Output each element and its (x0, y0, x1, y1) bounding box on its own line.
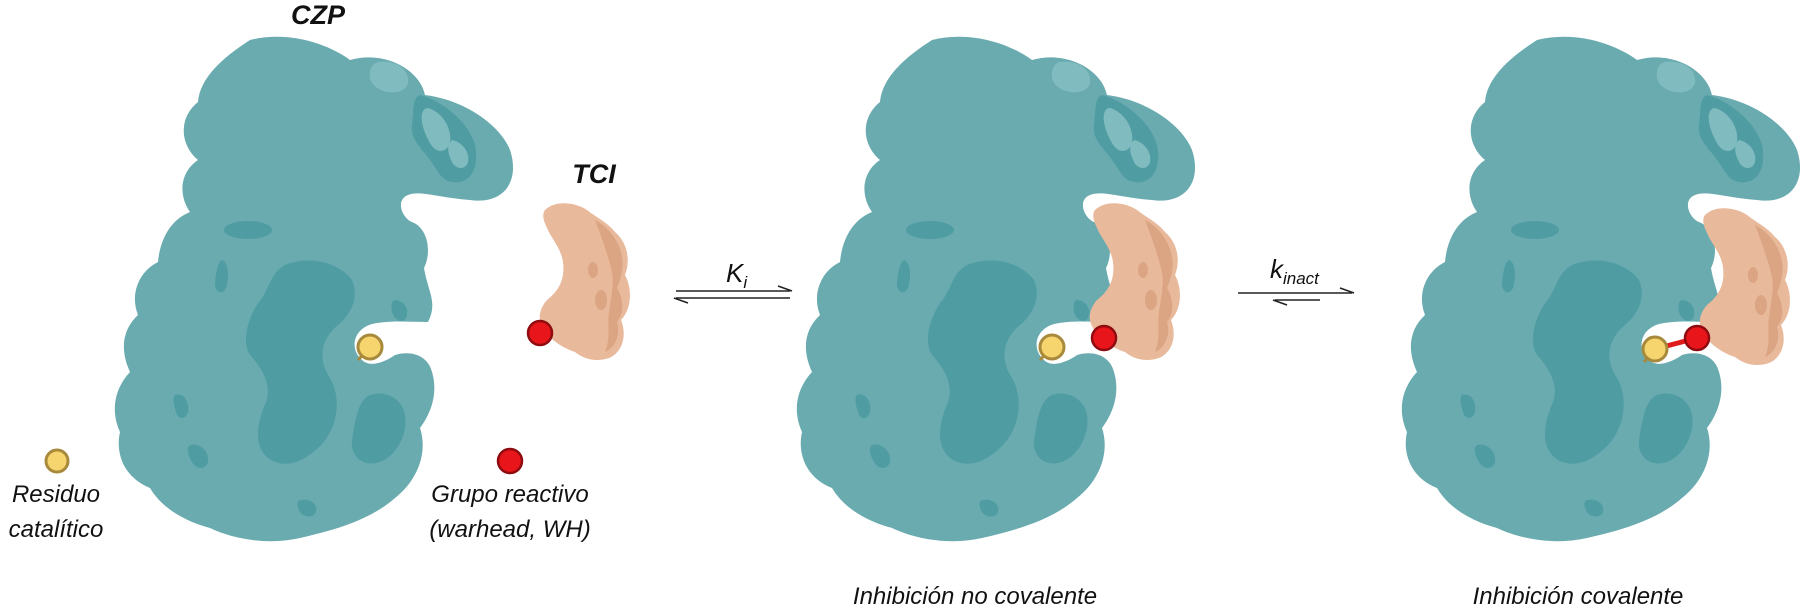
residue-covalent (1641, 335, 1669, 363)
legend-residue-icon (44, 448, 70, 474)
enzyme-label: CZP (291, 0, 346, 30)
warhead-covalent (1683, 324, 1711, 352)
residue-noncovalent (1038, 333, 1066, 361)
legend-residue-label-2: catalítico (9, 516, 104, 543)
inhibitor-free (539, 203, 630, 360)
legend-warhead-label-1: Grupo reactivo (431, 481, 588, 508)
ki-label: Ki (726, 258, 748, 292)
warhead-marker (526, 319, 554, 347)
legend-warhead-icon (496, 447, 524, 475)
covalent-caption: Inhibición covalente (1473, 583, 1684, 608)
noncovalent-caption: Inhibición no covalente (853, 583, 1097, 608)
enzyme-free (114, 36, 514, 542)
kinact-label: kinact (1270, 254, 1320, 288)
inhibitor-label: TCI (572, 159, 616, 189)
legend-warhead-label-2: (warhead, WH) (429, 516, 590, 543)
catalytic-residue-marker (356, 333, 384, 361)
equilibrium-arrow-kinact (1238, 287, 1355, 306)
equilibrium-arrow-ki (673, 285, 793, 304)
warhead-noncovalent (1090, 324, 1118, 352)
legend-residue-label-1: Residuo (12, 481, 100, 508)
